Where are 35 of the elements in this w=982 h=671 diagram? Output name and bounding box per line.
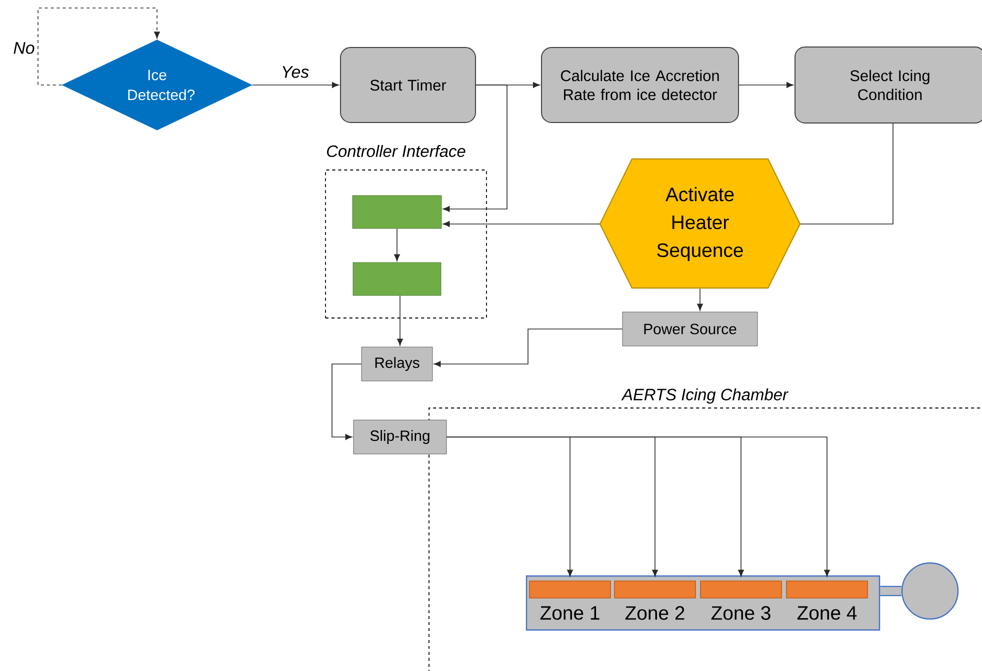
- process-box: Slip-Ring: [353, 420, 447, 454]
- connector-line: [800, 123, 894, 224]
- arrow: [332, 364, 362, 440]
- arrow: [252, 82, 339, 88]
- arrow: [446, 436, 830, 577]
- process-box: Select Icing Condition: [794, 46, 982, 124]
- arrow: [394, 228, 400, 262]
- heater-zone: Zone 1: [529, 580, 611, 620]
- group-heading: Controller Interface: [327, 144, 466, 158]
- arrow: [397, 295, 403, 346]
- controller-box: [352, 195, 442, 229]
- heater-zone: Zone 3: [700, 580, 782, 620]
- node-label: Zone 4: [797, 606, 857, 620]
- dashed-arrow: [38, 8, 160, 86]
- process-box: Start Timer: [340, 47, 476, 123]
- heater-zone: Zone 4: [786, 580, 868, 620]
- node-label: Zone 1: [540, 606, 600, 620]
- arrow: [442, 84, 508, 212]
- group-heading: AERTS Icing Chamber: [621, 388, 789, 404]
- hexagon: Activate Heater Sequence: [599, 158, 801, 289]
- process-box: Calculate Ice Accretion Rate from ice detector: [541, 47, 739, 123]
- process-box: Power Source: [622, 312, 758, 346]
- arrow: [738, 82, 794, 88]
- edge-label: No: [14, 42, 34, 54]
- shaft: [880, 586, 902, 596]
- arrow: [434, 328, 623, 367]
- arrow: [697, 288, 703, 311]
- node-label: Zone 3: [711, 606, 770, 620]
- heater-zone: Zone 2: [614, 580, 696, 620]
- arrow: [442, 221, 600, 227]
- controller-box: [352, 262, 442, 296]
- node-label: Zone 2: [625, 606, 684, 620]
- process-box: Relays: [361, 346, 433, 382]
- hub-circle: [901, 562, 959, 620]
- edge-label: Yes: [282, 66, 309, 78]
